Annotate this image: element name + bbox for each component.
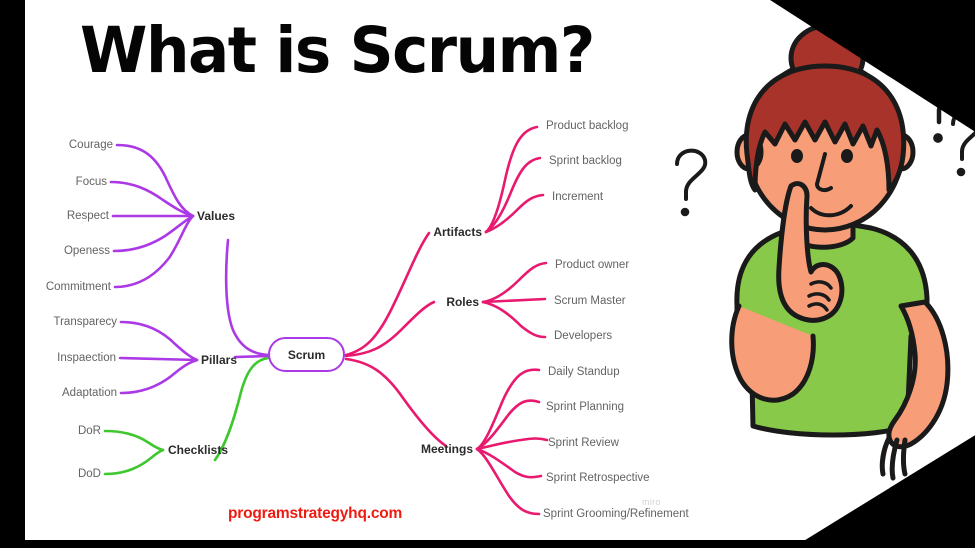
- nose: [815, 152, 833, 193]
- links-checklists: [103, 429, 165, 476]
- leaf-product-owner[interactable]: Product owner: [555, 259, 630, 271]
- links-values: [109, 143, 195, 289]
- branch-roles[interactable]: Roles: [446, 295, 479, 309]
- site-url[interactable]: programstrategyhq.com: [228, 505, 403, 522]
- links-meetings: [475, 368, 549, 516]
- links-artifacts: [484, 125, 545, 234]
- right-hand: [879, 435, 908, 481]
- leaf-openess[interactable]: Openess: [63, 245, 110, 257]
- right-arm: [886, 299, 951, 450]
- links-center-left: [224, 238, 270, 359]
- links-center-right: [344, 231, 448, 448]
- branch-artifacts[interactable]: Artifacts: [433, 225, 482, 239]
- center-node-label: Scrum: [287, 347, 326, 362]
- branch-values[interactable]: Values: [197, 209, 236, 223]
- branch-meetings[interactable]: Meetings: [420, 442, 473, 456]
- page-title: What is Scrum?: [80, 14, 595, 87]
- leaf-sprint-review[interactable]: Sprint Review: [548, 437, 619, 449]
- leaf-commitment[interactable]: Commitment: [45, 281, 111, 293]
- leaf-transparecy[interactable]: Transparecy: [53, 316, 118, 328]
- branch-checklists[interactable]: Checklists: [168, 443, 229, 457]
- leaf-adaptation[interactable]: Adaptation: [62, 387, 117, 399]
- leaf-increment[interactable]: Increment: [552, 191, 604, 203]
- leaf-sprint-planning[interactable]: Sprint Planning: [546, 401, 624, 413]
- question-mark-left: [675, 148, 708, 217]
- pointing-hand: [776, 181, 845, 323]
- leaf-courage[interactable]: Courage: [68, 139, 113, 151]
- hand-knuckles: [807, 280, 833, 312]
- leaf-developers[interactable]: Developers: [554, 330, 613, 342]
- leaf-dor[interactable]: DoR: [77, 425, 101, 437]
- links-roles: [481, 261, 548, 339]
- eye-right: [841, 149, 853, 163]
- leaf-scrum-master[interactable]: Scrum Master: [554, 295, 626, 307]
- leaf-daily-standup[interactable]: Daily Standup: [548, 366, 620, 378]
- mouth: [809, 204, 853, 218]
- leaf-sprint-backlog[interactable]: Sprint backlog: [549, 155, 622, 167]
- branch-pillars[interactable]: Pillars: [201, 353, 238, 367]
- leaf-inspaection[interactable]: Inspaection: [57, 352, 116, 364]
- leaf-respect[interactable]: Respect: [66, 210, 109, 222]
- leaf-focus[interactable]: Focus: [75, 176, 107, 188]
- eye-left: [791, 149, 803, 163]
- leaf-sprint-retrospective[interactable]: Sprint Retrospective: [546, 472, 650, 484]
- leaf-product-backlog[interactable]: Product backlog: [546, 120, 629, 132]
- links-pillars: [118, 320, 199, 395]
- left-arm: [729, 303, 816, 403]
- leaf-dod[interactable]: DoD: [77, 468, 101, 480]
- leaf-sprint-grooming-refinement[interactable]: Sprint Grooming/Refinement: [543, 508, 689, 520]
- hair: [743, 63, 907, 193]
- center-node-scrum[interactable]: Scrum: [268, 337, 345, 372]
- mindmap-board: What is Scrum?: [25, 0, 975, 540]
- miro-watermark: miro: [642, 497, 661, 507]
